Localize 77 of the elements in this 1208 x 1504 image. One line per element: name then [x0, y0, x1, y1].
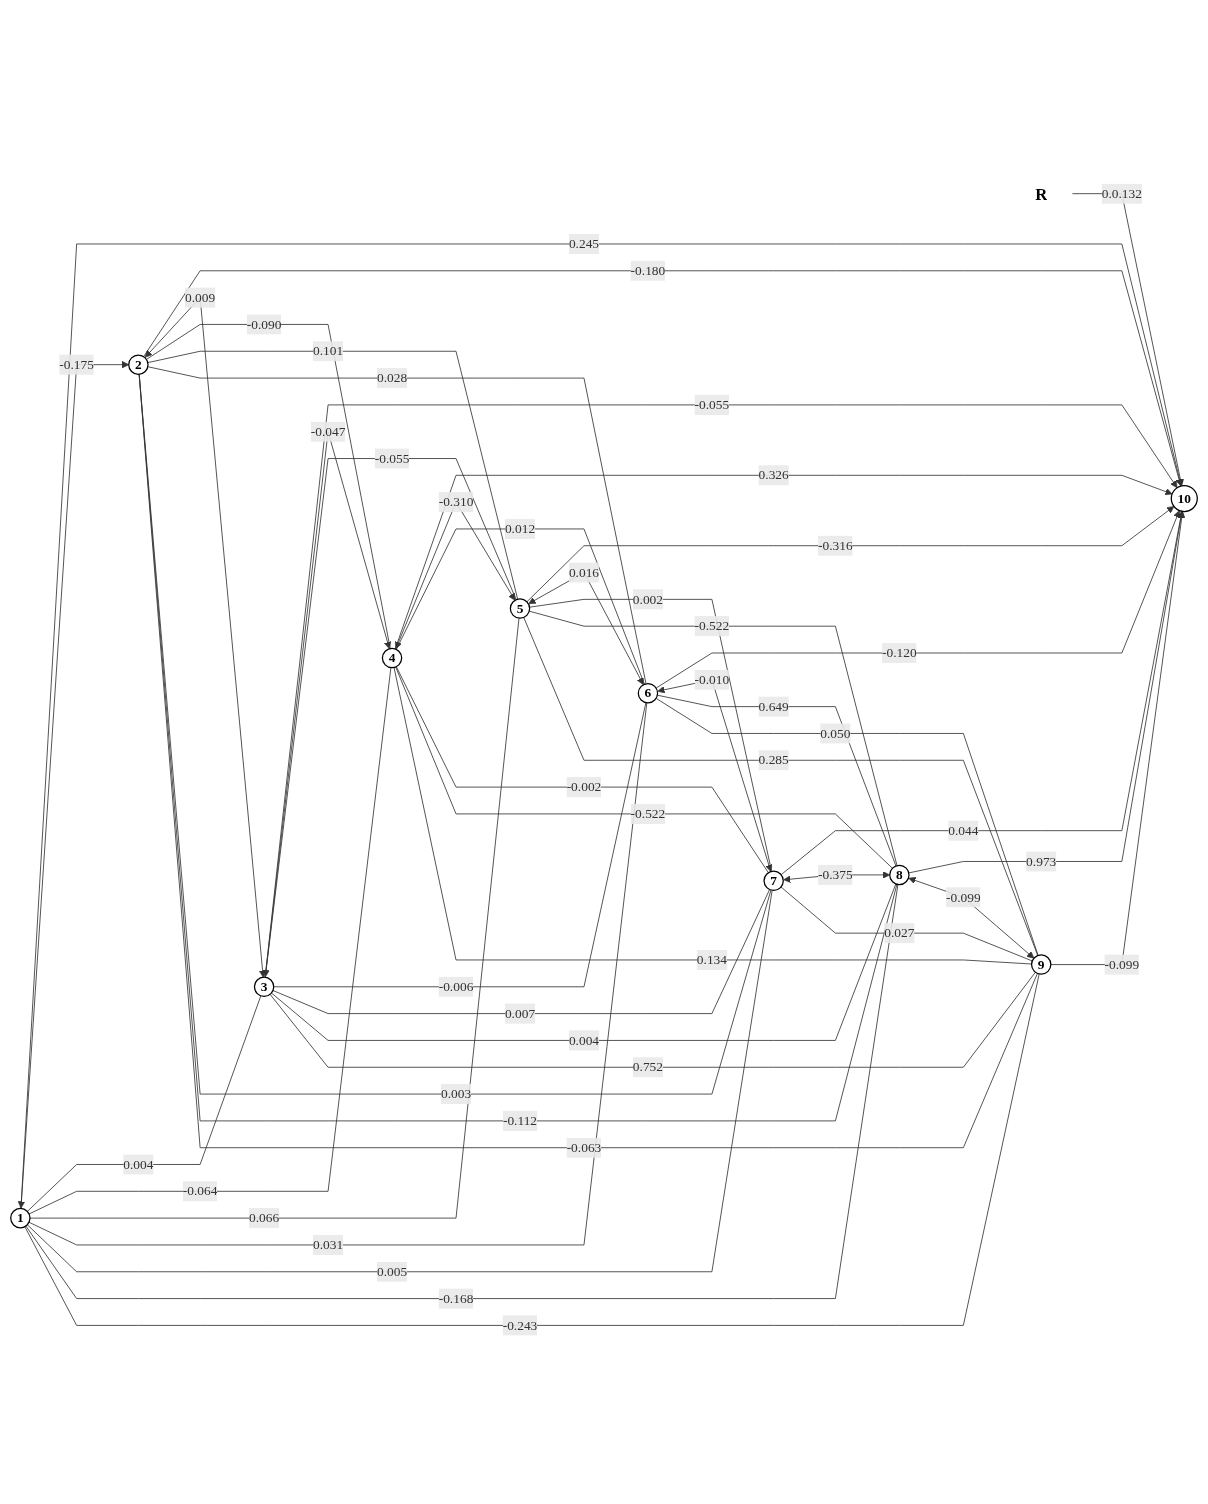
edge-label: -0.522 — [630, 806, 666, 821]
edge-label: -0.064 — [182, 1183, 218, 1198]
edge-label: -0.243 — [502, 1317, 538, 1333]
edge-label: -0.310 — [438, 494, 474, 509]
edge-label: -0.010 — [694, 672, 730, 687]
edge-label: -0.090 — [246, 316, 282, 332]
node-circle: 8 — [889, 864, 910, 886]
edge-label: 0.028 — [376, 370, 408, 385]
edge-label: 0.285 — [758, 752, 789, 767]
connector — [269, 971, 1036, 1068]
edge-label: 0.031 — [312, 1237, 344, 1252]
node-circle: 10 — [1170, 484, 1198, 513]
connector — [146, 324, 391, 649]
connector — [393, 667, 1032, 965]
edge-label: 0.050 — [820, 725, 851, 741]
edge-label: -0.063 — [566, 1140, 602, 1155]
connector — [28, 702, 648, 1246]
edge-label: 0.012 — [504, 521, 536, 536]
edge-label: -0.522 — [694, 618, 730, 633]
edge-label: -0.055 — [374, 451, 410, 466]
edge-label: -0.006 — [438, 979, 474, 994]
edge-label: -0.099 — [1104, 957, 1140, 972]
node-circle: 4 — [381, 647, 403, 669]
edge-label: -0.055 — [694, 397, 730, 412]
edge-label: -0.099 — [946, 889, 981, 905]
connector — [147, 350, 519, 600]
edge-label: 0.973 — [1026, 853, 1057, 869]
node-circle: 9 — [1030, 954, 1052, 975]
edge-label: 0.326 — [758, 467, 789, 483]
edge-label: 0.649 — [758, 699, 789, 714]
edge-label: -0.175 — [59, 357, 94, 372]
connector — [28, 667, 392, 1215]
connector — [29, 617, 520, 1219]
node-circle: 5 — [509, 598, 531, 619]
edge-label: 0.007 — [504, 1006, 536, 1021]
edge-label: 0.044 — [948, 823, 979, 838]
edge-label: -0.180 — [630, 263, 666, 278]
node-circle: 3 — [253, 976, 275, 998]
edge-label: 0.027 — [884, 925, 915, 940]
connector — [272, 889, 770, 1015]
edge-label: 0.002 — [632, 591, 664, 607]
edge-label: 0.101 — [312, 343, 344, 358]
connector — [138, 373, 1038, 1149]
node-circle: 1 — [10, 1207, 31, 1229]
connector — [395, 666, 893, 869]
connector — [273, 702, 647, 988]
edge-label: 0.245 — [568, 236, 600, 251]
edge-label: 0.004 — [123, 1156, 154, 1172]
edge-label: 0.752 — [632, 1059, 664, 1074]
connector — [395, 666, 769, 874]
edge-label: -0.112 — [502, 1113, 538, 1128]
edge-label: -0.002 — [566, 779, 602, 794]
connector — [780, 886, 1033, 962]
node-circle: 6 — [637, 682, 659, 704]
edge-label: 0.009 — [185, 290, 216, 305]
edge-label: -0.375 — [818, 867, 853, 882]
edge-label: 0.016 — [568, 564, 600, 580]
node-circle: 2 — [128, 354, 149, 375]
edge-label: -0.047 — [310, 424, 346, 439]
connector — [523, 617, 1039, 956]
connector — [271, 883, 897, 1041]
edge-label: -0.120 — [882, 645, 917, 660]
edge-label: 0.005 — [376, 1264, 408, 1279]
connector — [528, 610, 898, 866]
edge-label: -0.316 — [818, 538, 853, 553]
edge-label: 0.0.132 — [1101, 186, 1142, 201]
connector — [26, 889, 773, 1273]
edge-label: 0.066 — [249, 1210, 280, 1225]
edge-label: 0.134 — [696, 952, 728, 967]
node-circle: 7 — [763, 870, 784, 892]
connector — [25, 884, 899, 1299]
connector — [26, 995, 262, 1212]
node-text: R — [1035, 184, 1048, 203]
edge-label: -0.168 — [438, 1291, 474, 1306]
edge-label: 0.004 — [568, 1032, 600, 1048]
edge-label: 0.003 — [440, 1086, 472, 1101]
connector — [655, 697, 1039, 956]
